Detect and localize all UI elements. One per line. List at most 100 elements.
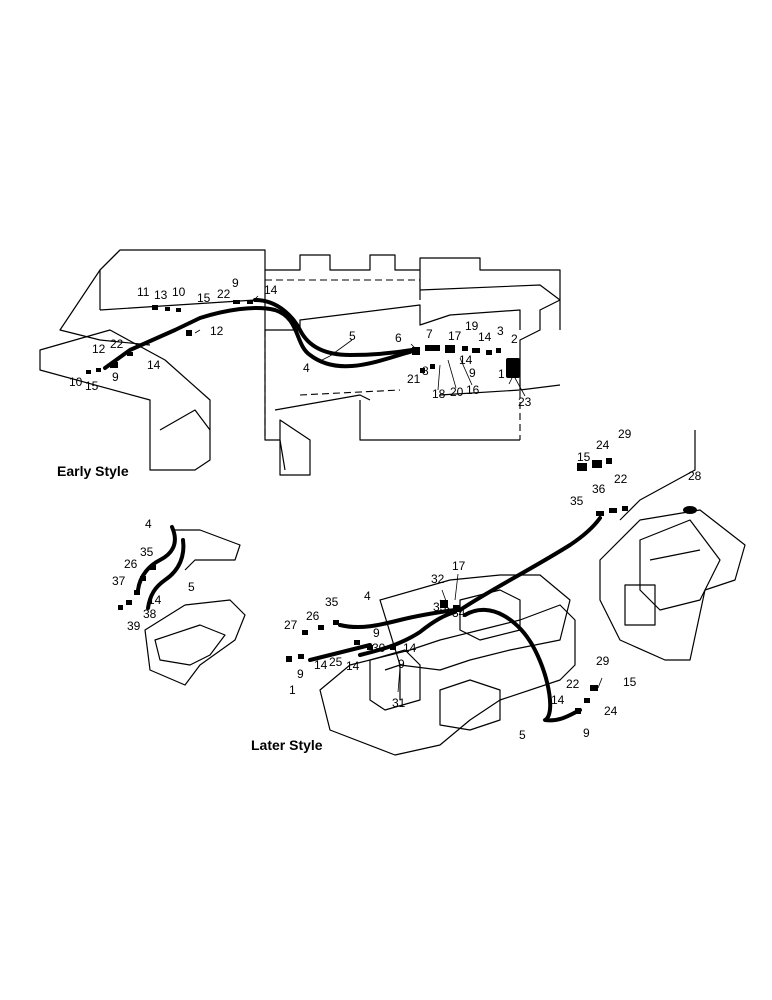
callout-label: 26 <box>306 609 320 623</box>
callout-label: 20 <box>450 385 464 399</box>
callout-label: 9 <box>398 657 405 671</box>
fitting-part <box>118 605 123 610</box>
cap-part <box>683 506 697 514</box>
fitting-part <box>590 685 598 691</box>
callout-label: 24 <box>604 704 618 718</box>
callout-label: 14 <box>459 353 473 367</box>
fitting-part <box>150 565 156 570</box>
callout-label: 5 <box>188 580 195 594</box>
fitting-part <box>584 698 590 703</box>
callout-label: 29 <box>596 654 610 668</box>
inset-hose-5 <box>146 538 186 610</box>
fitting-part <box>176 308 181 312</box>
fitting-part <box>420 368 425 373</box>
callout-label: 5 <box>519 728 526 742</box>
callout-label: 9 <box>583 726 590 740</box>
callout-label: 32 <box>431 572 445 586</box>
callout-label: 15 <box>197 291 211 305</box>
inset-plate-outline <box>154 624 226 666</box>
rear-frame-outline <box>599 430 746 661</box>
callout-label: 15 <box>623 675 637 689</box>
callout-label: 22 <box>217 287 231 301</box>
callout-label: 7 <box>426 327 433 341</box>
fitting-part <box>575 708 581 714</box>
fitting-part <box>462 346 468 351</box>
later-console-outline <box>379 574 571 671</box>
fitting-part <box>134 590 140 595</box>
fitting-part <box>486 350 492 355</box>
rear-assembly: 24 29 15 28 36 22 35 <box>570 427 746 661</box>
early-style-heading: Early Style <box>57 463 129 479</box>
callout-label: 33 <box>433 600 447 614</box>
early-style-assembly: 11 13 10 15 22 9 14 12 12 22 14 9 10 15 … <box>39 249 561 479</box>
fitting-part <box>247 300 253 304</box>
later-hose-30 <box>358 610 457 657</box>
fitting-part <box>298 654 304 659</box>
fitting-part <box>453 605 460 612</box>
later-hose-4 <box>338 608 457 630</box>
fitting-part <box>110 362 118 368</box>
callout-label: 6 <box>395 331 402 345</box>
fitting-part <box>333 620 339 625</box>
fitting-part <box>286 656 292 662</box>
fitting-part <box>86 370 91 374</box>
callout-label: 14 <box>403 641 417 655</box>
fitting-part <box>367 645 373 650</box>
fitting-part <box>152 305 158 310</box>
callout-label: 34 <box>452 606 466 620</box>
fitting-part <box>165 307 170 311</box>
callout-label: 15 <box>577 450 591 464</box>
callout-label: 4 <box>364 589 371 603</box>
fitting-part <box>606 458 612 464</box>
fitting-part <box>577 463 587 471</box>
callout-label: 25 <box>329 655 343 669</box>
callout-label: 30 <box>372 641 386 655</box>
callout-label: 14 <box>314 658 328 672</box>
fitting-part <box>609 508 617 513</box>
callout-label: 1 <box>289 683 296 697</box>
callout-label: 14 <box>346 659 360 673</box>
fitting-part <box>186 330 192 336</box>
callout-label: 2 <box>511 332 518 346</box>
fitting-part <box>126 600 132 605</box>
callout-label: 9 <box>112 370 119 384</box>
fitting-part <box>127 352 133 356</box>
fitting-part <box>412 347 420 355</box>
callout-label: 14 <box>264 283 278 297</box>
callout-label: 35 <box>570 494 584 508</box>
rear-cover <box>624 584 656 626</box>
callout-label: 22 <box>110 337 124 351</box>
callout-label: 12 <box>210 324 224 338</box>
callout-label: 19 <box>465 319 479 333</box>
rear-housing-outline <box>639 519 721 611</box>
later-frame-outline <box>319 604 576 756</box>
fitting-part <box>592 460 602 468</box>
callout-label: 10 <box>172 285 186 299</box>
later-panel-outline <box>439 679 501 731</box>
callout-label: 21 <box>407 372 421 386</box>
callout-label: 27 <box>284 618 298 632</box>
callout-label: 31 <box>392 696 406 710</box>
early-hose-4 <box>103 306 412 370</box>
early-hood-outline <box>59 249 286 471</box>
callout-label: 17 <box>448 329 462 343</box>
fitting-part <box>496 348 501 353</box>
callout-label: 9 <box>232 276 239 290</box>
later-hose-25 <box>308 643 372 662</box>
early-step-outline <box>159 409 211 431</box>
inset-assembly: 4 35 26 37 5 14 38 39 <box>112 517 246 686</box>
callout-label: 8 <box>422 364 429 378</box>
callout-label: 5 <box>349 329 356 343</box>
callout-label: 23 <box>518 395 532 409</box>
callout-label: 35 <box>140 545 154 559</box>
callout-label: 4 <box>145 517 152 531</box>
callout-label: 14 <box>147 358 161 372</box>
callout-label: 4 <box>303 361 310 375</box>
later-hose-main <box>458 516 602 612</box>
callout-label: 9 <box>469 366 476 380</box>
callout-label: 11 <box>137 285 150 299</box>
fitting-part <box>302 630 308 635</box>
inset-body-outline <box>144 529 246 686</box>
fitting-part <box>622 506 628 511</box>
